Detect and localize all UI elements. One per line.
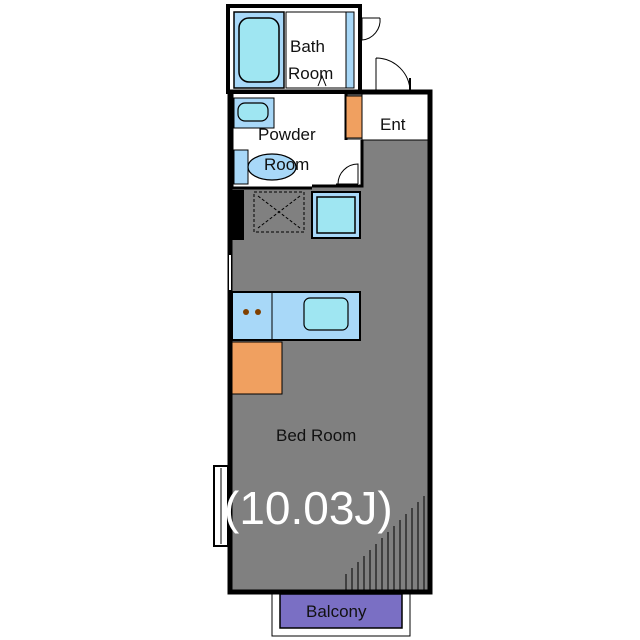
toilet-bowl [247, 153, 297, 181]
bath-outer-door-swing [361, 17, 381, 41]
washbasin-bowl [237, 102, 269, 122]
toilet-tank [233, 149, 249, 185]
stove-burner-left [243, 309, 249, 315]
kitchen-sink [303, 297, 349, 331]
entrance-area [361, 93, 429, 141]
balcony [279, 593, 403, 629]
bathtub-basin [238, 17, 280, 83]
powder-door-swing [336, 163, 359, 185]
bath-room-floor [285, 11, 349, 89]
shoe-cabinet [345, 95, 363, 139]
bedroom-size-label: (10.03J) [224, 482, 393, 534]
balcony-label: Balcony [306, 602, 367, 621]
entrance-door-swing [375, 57, 411, 93]
powder-room-label-line1: Powder [258, 125, 316, 144]
bath-room-label-line1: Bath [290, 37, 325, 56]
entrance-label: Ent [380, 115, 406, 134]
bath-wall-strip [345, 11, 355, 89]
bath-door-mark [317, 74, 327, 87]
refrigerator-inner [316, 196, 356, 234]
balcony-window-hatching [345, 496, 425, 592]
stove-burner-right [255, 309, 261, 315]
washing-machine-cross [257, 195, 301, 229]
wall-pier [232, 190, 244, 240]
closet [231, 341, 283, 395]
bath-room-label-line2: Room [288, 64, 333, 83]
bedroom-label: Bed Room [276, 426, 356, 445]
powder-room-label-line2: Room [264, 155, 309, 174]
